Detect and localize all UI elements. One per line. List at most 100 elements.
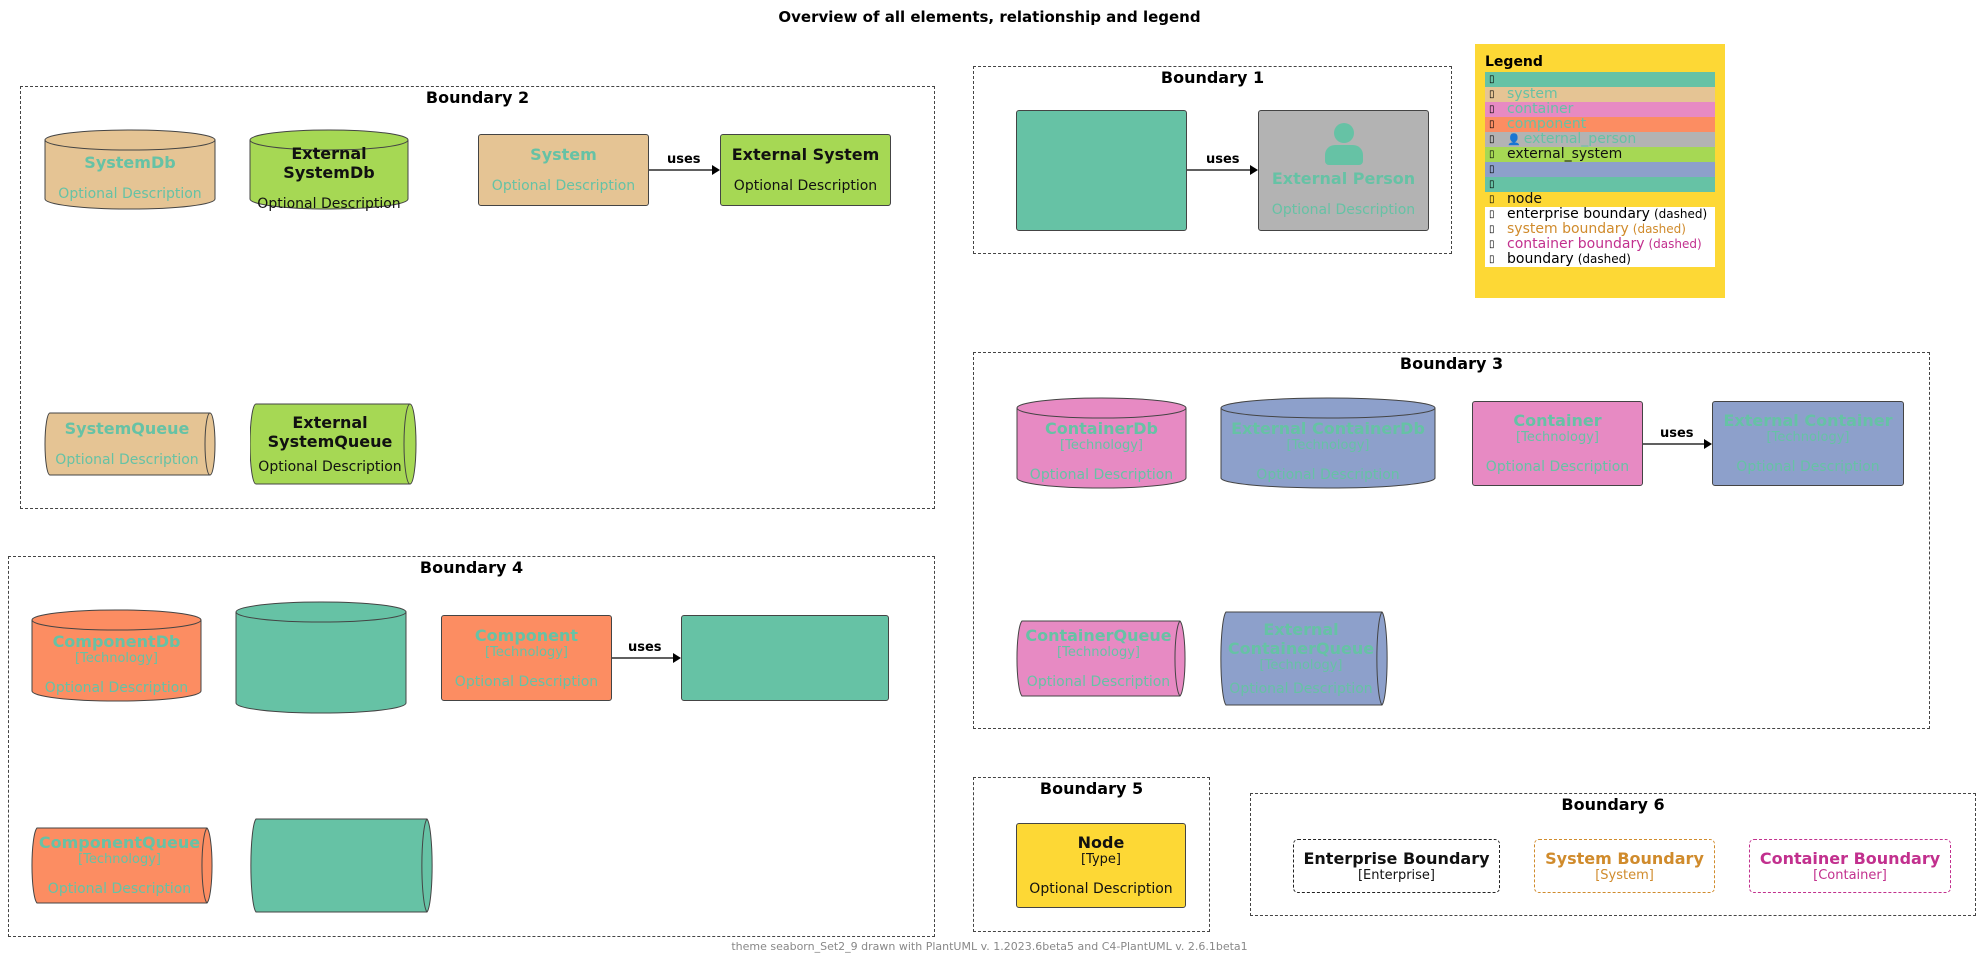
ext-system-db[interactable]: External SystemDb Optional Description: [249, 143, 409, 212]
component-name: Component: [474, 625, 579, 645]
legend-label: external_system: [1507, 146, 1623, 162]
legend-label: external_person: [1523, 131, 1637, 147]
legend-note: (dashed): [1577, 252, 1631, 266]
component-queue-tech: [Technology]: [78, 852, 161, 867]
container-queue-desc: Optional Description: [1026, 674, 1171, 690]
component-queue[interactable]: ComponentQueue [Technology] Optional Des…: [31, 827, 208, 904]
legend: Legend ▯▯system▯container▯component▯👤ext…: [1475, 44, 1725, 298]
component-db-shape: [31, 609, 202, 702]
boundary-6-title: Boundary 6: [1561, 795, 1665, 814]
legend-label: system boundary: [1507, 221, 1629, 237]
uses-label-1: uses: [667, 152, 701, 167]
component-db[interactable]: ComponentDb [Technology] Optional Descri…: [31, 625, 202, 703]
ext-container-queue[interactable]: External ContainerQueue [Technology] Opt…: [1220, 613, 1382, 704]
legend-swatch-icon: ▯: [1489, 119, 1495, 130]
ext-person[interactable]: External Person Optional Description: [1258, 110, 1429, 231]
container-queue-name: ContainerQueue: [1025, 626, 1172, 645]
component-tech: [Technology]: [485, 644, 568, 660]
system-db-name: SystemDb: [84, 153, 176, 172]
legend-row: ▯node: [1485, 192, 1715, 207]
system-boundary-type: [System]: [1595, 868, 1654, 883]
system[interactable]: System Optional Description: [478, 134, 649, 206]
legend-swatch-icon: ▯: [1489, 104, 1495, 115]
person-icon: [1324, 122, 1363, 167]
container-db-desc: Optional Description: [1029, 467, 1174, 483]
container-queue-tech: [Technology]: [1057, 645, 1140, 660]
ext-container-tech: [Technology]: [1766, 430, 1850, 445]
system-db[interactable]: SystemDb Optional Description: [44, 145, 216, 211]
legend-swatch-icon: ▯: [1489, 194, 1495, 205]
legend-row: ▯component: [1485, 117, 1715, 132]
ext-container-db[interactable]: External ContainerDb [Technology] Option…: [1220, 413, 1436, 490]
legend-swatch-icon: ▯: [1489, 254, 1495, 265]
legend-swatch-icon: ▯: [1489, 224, 1495, 235]
component[interactable]: Component [Technology] Optional Descript…: [441, 615, 612, 701]
boundary-5: Boundary 5: [973, 777, 1210, 932]
ext-container-queue-name-2: ContainerQueue: [1227, 638, 1375, 658]
person-icon: 👤: [1507, 133, 1521, 146]
legend-note: (dashed): [1653, 207, 1708, 221]
ext-container-name: External Container: [1723, 411, 1893, 430]
boundary-6: Boundary 6: [1250, 793, 1976, 916]
container-db-shape: [1016, 397, 1187, 489]
container-db[interactable]: ContainerDb [Technology] Optional Descri…: [1016, 413, 1187, 490]
legend-row: ▯ external_system: [1485, 147, 1715, 162]
ext-system-desc: Optional Description: [733, 178, 878, 194]
system-db-desc: Optional Description: [58, 186, 202, 202]
person-unlabeled[interactable]: [1016, 110, 1187, 231]
teal-queue-shape[interactable]: [250, 818, 435, 913]
legend-row: ▯: [1485, 72, 1715, 87]
ext-container[interactable]: External Container [Technology] Optional…: [1712, 401, 1904, 486]
uses-arrow-3: [1643, 439, 1712, 449]
legend-swatch-icon: ▯: [1489, 149, 1495, 160]
legend-label: container: [1507, 101, 1574, 117]
teal-component[interactable]: [681, 615, 889, 701]
component-db-desc: Optional Description: [44, 679, 189, 696]
system-queue[interactable]: SystemQueue Optional Description: [44, 412, 210, 476]
enterprise-boundary-name: Enterprise Boundary: [1303, 849, 1490, 868]
boundary-3-title: Boundary 3: [1399, 354, 1504, 373]
boundary-2: Boundary 2: [20, 86, 935, 509]
boundary-3: Boundary 3: [973, 352, 1930, 729]
enterprise-boundary-type: [Enterprise]: [1357, 868, 1436, 883]
footer: theme seaborn_Set2_9 drawn with PlantUML…: [731, 940, 1248, 953]
component-queue-name: ComponentQueue: [38, 833, 201, 852]
system-queue-shape: [44, 412, 216, 476]
legend-note: (dashed): [1632, 222, 1686, 236]
component-queue-desc: Optional Description: [47, 881, 192, 897]
ext-person-name: External Person: [1271, 168, 1416, 188]
legend-row: ▯ boundary(dashed): [1485, 252, 1715, 267]
node-desc: Optional Description: [1029, 881, 1173, 897]
ext-container-queue-tech: [Technology]: [1259, 657, 1343, 673]
legend-label: container boundary: [1507, 236, 1645, 252]
ext-container-db-shape: [1220, 397, 1436, 489]
ext-system-db-name: External SystemDb: [283, 143, 375, 182]
ext-system-queue[interactable]: External SystemQueue Optional Descriptio…: [250, 405, 410, 483]
container-queue[interactable]: ContainerQueue [Technology] Optional Des…: [1016, 620, 1181, 697]
ext-system[interactable]: External System Optional Description: [720, 134, 891, 206]
legend-label: boundary: [1507, 251, 1574, 267]
uses-label-4: uses: [628, 640, 662, 655]
component-db-tech: [Technology]: [75, 650, 158, 666]
legend-row: ▯enterprise boundary(dashed): [1485, 207, 1715, 222]
boundary-2-title: Boundary 2: [425, 88, 530, 107]
ext-system-db-desc: Optional Description: [257, 195, 401, 212]
system-queue-name: SystemQueue: [64, 419, 190, 438]
ext-system-queue-shape: [250, 403, 417, 485]
container[interactable]: Container [Technology] Optional Descript…: [1472, 401, 1643, 486]
component-db-name: ComponentDb: [52, 631, 181, 651]
system-desc: Optional Description: [491, 178, 636, 194]
legend-note: (dashed): [1648, 237, 1702, 251]
teal-db-shape[interactable]: [235, 601, 407, 715]
legend-title: Legend: [1485, 54, 1543, 70]
node-name: Node: [1077, 833, 1125, 852]
uses-arrow-2: [1187, 165, 1258, 175]
legend-row: ▯: [1485, 177, 1715, 192]
component-queue-shape: [31, 827, 213, 904]
ext-system-queue-name-2: SystemQueue: [267, 431, 393, 451]
container-desc: Optional Description: [1485, 459, 1630, 475]
legend-swatch-icon: ▯: [1489, 239, 1495, 250]
legend-swatch-icon: ▯: [1489, 209, 1495, 220]
node[interactable]: Node [Type] Optional Description: [1016, 823, 1186, 908]
boundary-4-title: Boundary 4: [419, 558, 524, 577]
